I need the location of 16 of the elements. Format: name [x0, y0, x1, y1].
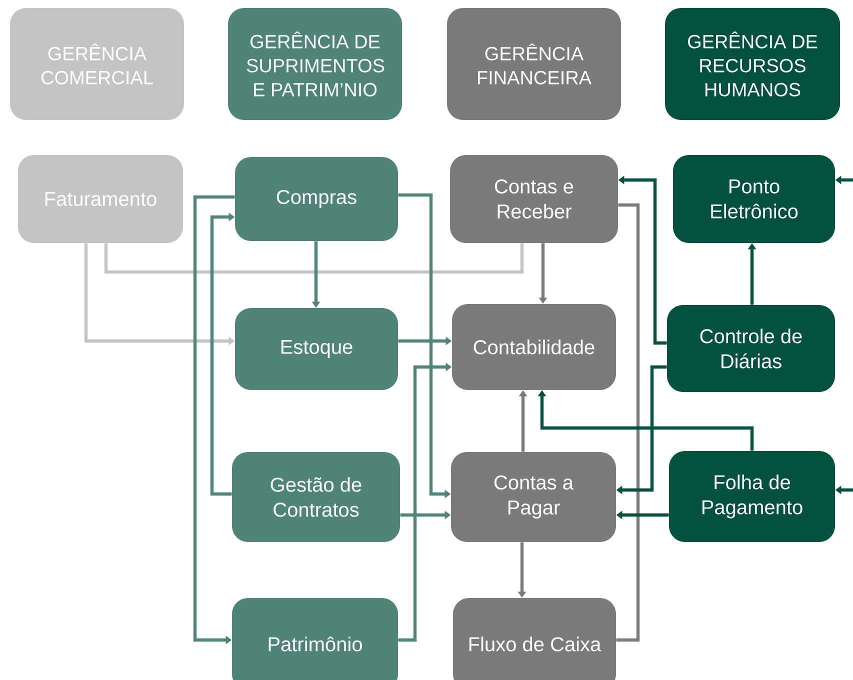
process-box: Ponto Eletrônico	[673, 155, 835, 243]
process-box: Contas e Receber	[450, 155, 618, 243]
department-header: GERÊNCIA FINANCEIRA	[447, 8, 621, 120]
department-header: GERÊNCIA DE RECURSOS HUMANOS	[665, 8, 840, 120]
process-box: Estoque	[235, 308, 398, 390]
process-box: Fluxo de Caixa	[453, 598, 616, 680]
process-box: Faturamento	[18, 155, 183, 243]
department-header: GERÊNCIA DE SUPRIMENTOS E PATRIM’NIO	[228, 8, 402, 120]
process-box: Patrimônio	[232, 598, 398, 680]
process-box: Controle de Diárias	[667, 305, 835, 392]
process-box: Gestão de Contratos	[232, 452, 400, 542]
department-header: GERÊNCIA COMERCIAL	[10, 8, 184, 120]
process-box: Compras	[235, 157, 398, 241]
process-box: Contabilidade	[452, 304, 616, 390]
process-box: Contas a Pagar	[451, 452, 616, 542]
process-box: Folha de Pagamento	[669, 451, 835, 542]
